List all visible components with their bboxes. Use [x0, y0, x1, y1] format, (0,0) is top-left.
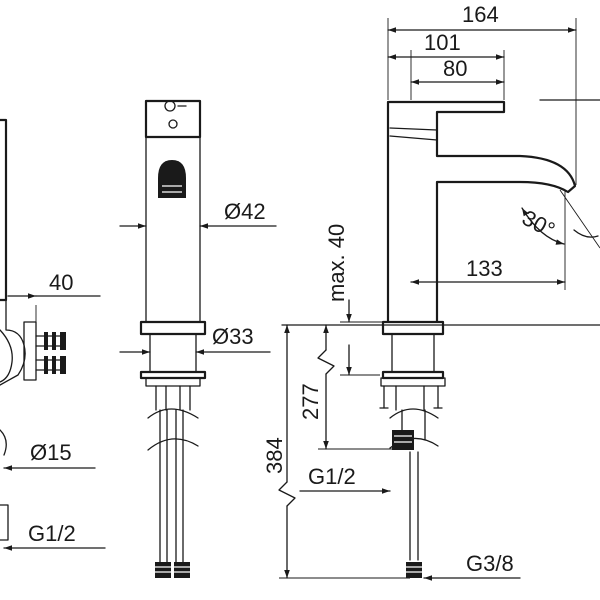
dim-164-label: 164: [462, 2, 499, 27]
valve-fitting-upper: [35, 332, 66, 350]
dim-133-label: 133: [466, 256, 503, 281]
dim-80-label: 80: [443, 56, 467, 81]
thread-g12-left-label: G1/2: [28, 521, 76, 546]
front-supply-hoses: [147, 408, 199, 578]
side-body-and-spout: [386, 100, 577, 322]
side-base-ring: [379, 320, 446, 411]
front-spout-body: [144, 99, 202, 323]
side-view: [278, 18, 600, 581]
dim-diameter-15-label: Ø15: [30, 440, 72, 465]
dim-max-40-label: max. 40: [324, 224, 349, 302]
valve-fitting-lower: [35, 356, 66, 374]
dim-40-label: 40: [49, 270, 73, 295]
left-partial-view: [0, 118, 106, 551]
dim-384-label: 384: [262, 437, 287, 474]
dim-277-label: 277: [298, 383, 323, 420]
side-hose: [389, 408, 439, 578]
front-base-ring: [139, 320, 207, 411]
dim-diameter-42-label: Ø42: [224, 199, 266, 224]
dim-diameter-33-label: Ø33: [212, 324, 254, 349]
thread-g12-side-label: G1/2: [308, 464, 356, 489]
front-view: [119, 99, 277, 578]
thread-g38-label: G3/8: [466, 551, 514, 576]
dim-101-label: 101: [424, 30, 461, 55]
